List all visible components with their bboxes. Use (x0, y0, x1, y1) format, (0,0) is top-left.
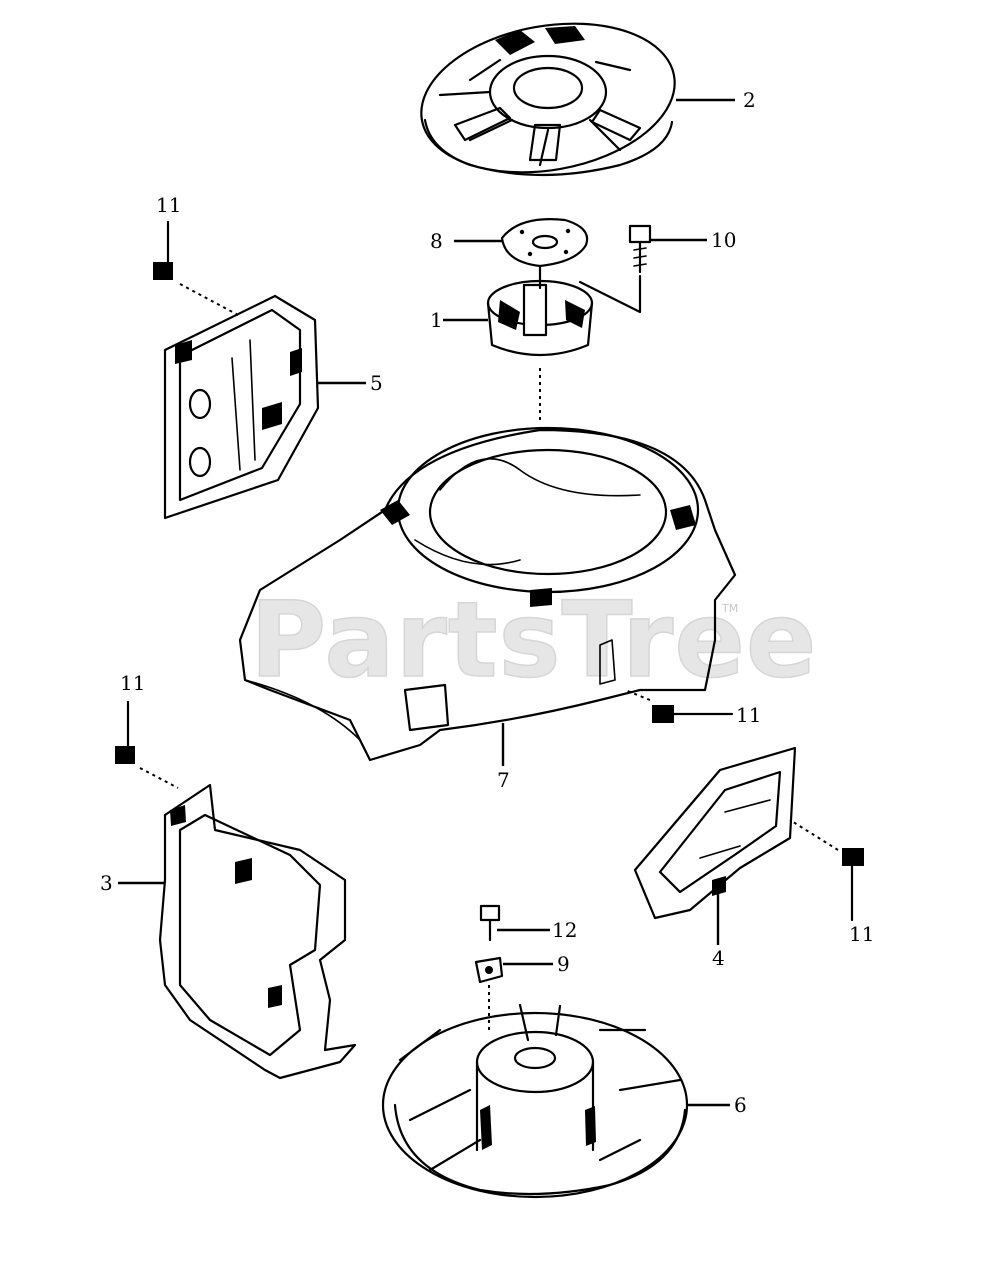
callout-12: 12 (552, 918, 577, 942)
callout-8: 8 (430, 229, 443, 253)
callout-11-mid-left: 11 (120, 671, 145, 695)
part-5-side-shield (163, 294, 320, 520)
part-11-screw-housing-right (624, 689, 734, 723)
part-7-blower-housing (238, 426, 737, 762)
part-4-cylinder-head-shield (633, 746, 797, 920)
callout-10: 10 (711, 228, 736, 252)
part-12-flywheel-nut (479, 904, 501, 942)
callout-4: 4 (712, 946, 725, 970)
callout-11-lower-right: 11 (849, 922, 874, 946)
part-1-recoil-cup (486, 264, 594, 420)
callout-3: 3 (100, 871, 113, 895)
callout-2: 2 (743, 88, 756, 112)
callout-labels: 2 8 10 1 5 11 11 11 7 3 4 11 12 9 6 (100, 88, 874, 1117)
callout-11-upper-left: 11 (156, 193, 181, 217)
callout-7: 7 (497, 768, 510, 792)
part-6-flywheel (381, 1003, 689, 1199)
part-8-screen-plate (500, 218, 589, 268)
callout-11-housing-right: 11 (736, 703, 761, 727)
watermark-trademark: TM (721, 602, 738, 615)
part-3-cylinder-shield (158, 783, 357, 1080)
callout-5: 5 (370, 371, 383, 395)
callout-6: 6 (734, 1093, 747, 1117)
part-2-rotating-screen (420, 22, 676, 177)
callout-1: 1 (430, 308, 443, 332)
part-11-screw-lower-right (789, 819, 864, 922)
callout-9: 9 (557, 952, 570, 976)
part-11-screw-mid-left (115, 700, 179, 789)
part-11-screw-upper-left (153, 220, 241, 317)
leader-lines (118, 98, 735, 1107)
part-10-cap-screw (578, 224, 652, 314)
part-9-flywheel-washer (474, 956, 504, 1030)
